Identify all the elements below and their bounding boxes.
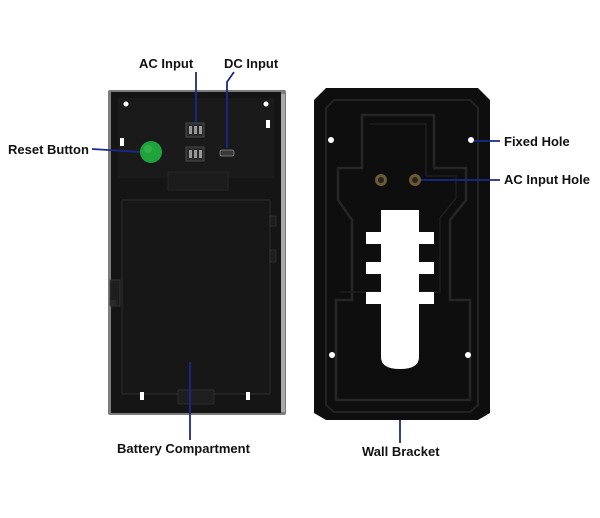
label-battery-compartment: Battery Compartment (117, 441, 250, 456)
fixed-hole-top-right (468, 137, 474, 143)
fixed-hole-top-left (328, 137, 334, 143)
fixed-hole-bottom-right (465, 352, 471, 358)
device-side-edge (281, 94, 285, 412)
top-left-dot (123, 101, 129, 107)
label-reset-button: Reset Button (8, 142, 89, 157)
bottom-right-mark (246, 392, 250, 400)
right-slot-marker (266, 120, 270, 128)
bracket-molded-contour (334, 113, 472, 402)
dc-usb-port (219, 149, 235, 157)
fixed-hole-bottom-left (329, 352, 335, 358)
ac-input-holes (375, 174, 421, 186)
leader-lines (91, 71, 500, 443)
dc-input-leader (226, 71, 235, 148)
label-wall-bracket: Wall Bracket (362, 444, 440, 459)
reset-button (140, 141, 162, 163)
label-dc-input: DC Input (224, 56, 279, 71)
bracket-molded-contour-2 (340, 123, 457, 293)
battery-compartment (109, 199, 277, 405)
terminal-step (167, 171, 229, 191)
reset-button-highlight (144, 145, 152, 153)
top-right-dot (263, 101, 269, 107)
left-slot-marker (120, 138, 124, 146)
label-fixed-hole: Fixed Hole (504, 134, 570, 149)
mounting-slot (366, 210, 434, 369)
label-ac-input-hole: AC Input Hole (504, 172, 590, 187)
bracket-inner-border (325, 99, 479, 413)
label-ac-input: AC Input (139, 56, 194, 71)
wall-bracket (314, 88, 490, 420)
doorbell-back-panel (108, 90, 286, 415)
reset-button-leader (91, 148, 141, 153)
ac-input-terminals (185, 122, 205, 162)
bottom-left-mark (140, 392, 144, 400)
